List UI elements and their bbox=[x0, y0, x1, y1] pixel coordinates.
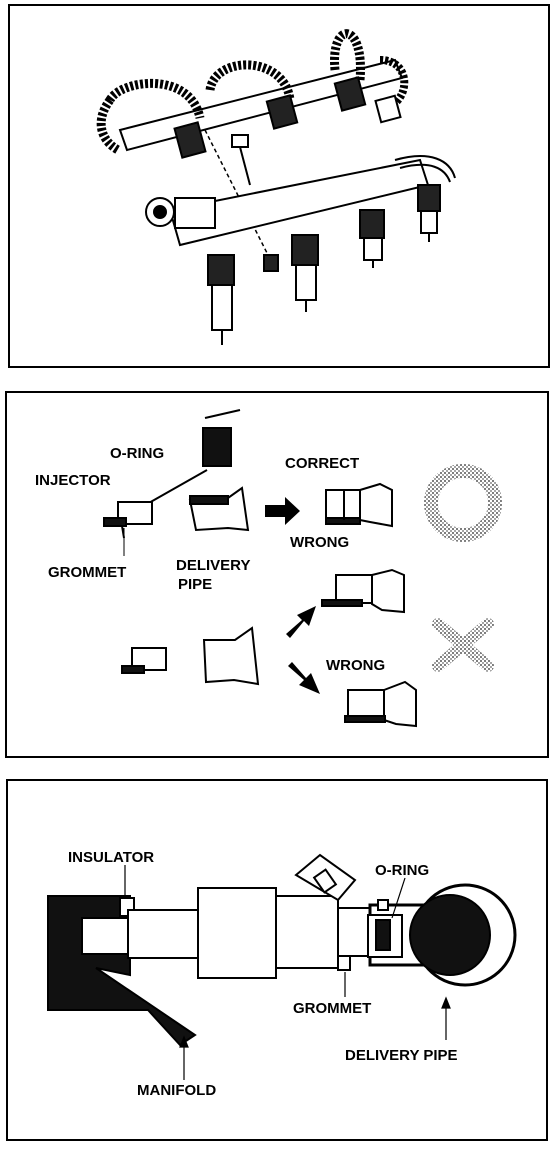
delivery-pipe-part bbox=[188, 486, 250, 532]
injector-2 bbox=[291, 234, 319, 312]
correct-mark-icon bbox=[424, 464, 502, 542]
label-o-ring: O-RING bbox=[375, 862, 429, 879]
injector-4 bbox=[417, 184, 441, 242]
label-wrong-2: WRONG bbox=[326, 657, 385, 674]
injectors bbox=[207, 184, 441, 345]
assembly-correct bbox=[325, 482, 393, 528]
assembly-wrong-2 bbox=[344, 680, 417, 728]
delivery-pipe bbox=[367, 883, 517, 987]
grommet bbox=[337, 955, 351, 971]
arrows bbox=[265, 497, 320, 694]
arrow-right-icon bbox=[265, 497, 300, 525]
panel-frame bbox=[8, 4, 550, 368]
injector-3 bbox=[359, 209, 385, 268]
wrong-mark-icon bbox=[432, 618, 494, 672]
panel-frame bbox=[5, 391, 549, 758]
panel-installation-check: O-RING INJECTOR GROMMET DELIVERY PIPE CO… bbox=[5, 391, 549, 758]
label-delivery-line-2: PIPE bbox=[178, 576, 212, 593]
label-correct: CORRECT bbox=[285, 455, 359, 472]
label-o-ring: O-RING bbox=[110, 445, 164, 462]
injector-body bbox=[127, 853, 377, 979]
arrow-down-right-icon bbox=[288, 662, 320, 694]
arrow-up-right-icon bbox=[286, 606, 316, 638]
separate-injector-and-pipe bbox=[121, 626, 260, 686]
label-delivery-pipe: DELIVERY PIPE bbox=[345, 1047, 458, 1064]
label-manifold: MANIFOLD bbox=[137, 1082, 216, 1099]
label-grommet: GROMMET bbox=[48, 564, 126, 581]
o-ring-detail bbox=[139, 409, 241, 509]
panel-cross-section: INSULATOR O-RING GROMMET DELIVERY PIPE M… bbox=[6, 779, 548, 1141]
wiring-harness bbox=[96, 29, 409, 159]
label-delivery-line-1: DELIVERY bbox=[176, 557, 250, 574]
label-wrong-1: WRONG bbox=[290, 534, 349, 551]
label-insulator: INSULATOR bbox=[68, 849, 154, 866]
leader-lines bbox=[124, 865, 451, 1080]
injector-1 bbox=[207, 254, 235, 345]
panel-fuel-rail-assembly bbox=[8, 4, 550, 368]
label-grommet: GROMMET bbox=[293, 1000, 371, 1017]
fuel-rail bbox=[145, 155, 456, 247]
o-ring bbox=[375, 919, 391, 951]
injector-part bbox=[103, 501, 153, 539]
panel-frame bbox=[6, 779, 548, 1141]
assembly-wrong-1 bbox=[321, 568, 405, 614]
label-injector: INJECTOR bbox=[35, 472, 111, 489]
mounting-bolt bbox=[204, 129, 279, 272]
